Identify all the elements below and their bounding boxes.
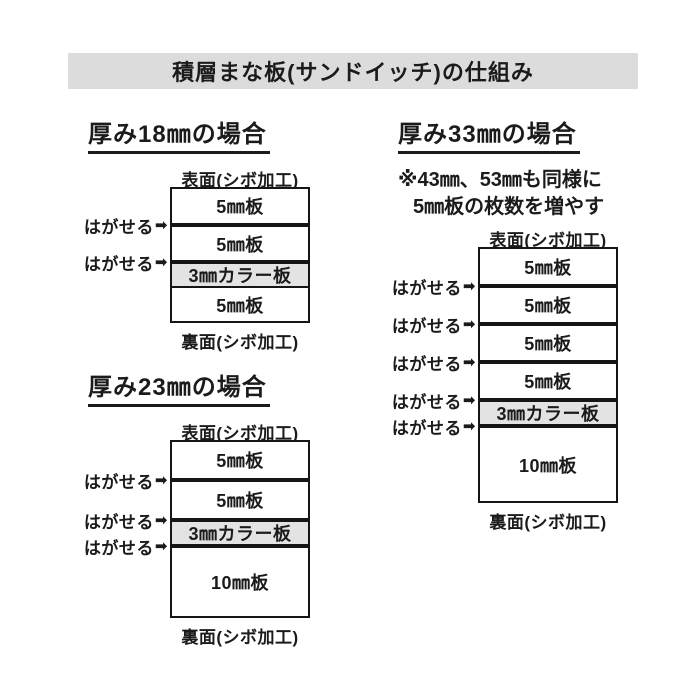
diagram-heading: 厚み33㎜の場合 bbox=[398, 121, 580, 155]
layer-separator bbox=[480, 424, 616, 428]
diagram-heading: 厚み23㎜の場合 bbox=[88, 374, 270, 408]
layer-separator bbox=[172, 544, 308, 548]
peel-arrow-icon: ➡ bbox=[154, 537, 168, 555]
peel-label-text: はがせる bbox=[391, 354, 462, 374]
color-board-layer: 3㎜カラー板 bbox=[172, 522, 308, 544]
surface-label: 表面(シボ加工) bbox=[181, 171, 299, 190]
peel-label: はがせる➡ bbox=[366, 350, 476, 374]
back-label: 裏面(シボ加工) bbox=[181, 333, 299, 352]
layer-separator bbox=[480, 360, 616, 364]
peel-label-text: はがせる bbox=[391, 278, 462, 298]
color-board-layer: 3㎜カラー板 bbox=[480, 402, 616, 424]
peel-label-text: はがせる bbox=[83, 512, 154, 532]
surface-label: 表面(シボ加工) bbox=[181, 424, 299, 443]
peel-arrow-icon: ➡ bbox=[462, 277, 476, 295]
peel-arrow-icon: ➡ bbox=[462, 315, 476, 333]
peel-label: はがせる➡ bbox=[366, 274, 476, 298]
peel-label: はがせる➡ bbox=[366, 312, 476, 336]
board-layer: 5㎜板 bbox=[172, 442, 308, 478]
peel-label-text: はがせる bbox=[83, 217, 154, 237]
surface-label: 表面(シボ加工) bbox=[489, 231, 607, 250]
board-layer: 5㎜板 bbox=[172, 189, 308, 223]
peel-label-text: はがせる bbox=[83, 254, 154, 274]
board-layer: 5㎜板 bbox=[172, 288, 308, 321]
board-layer: 5㎜板 bbox=[172, 227, 308, 260]
board-layer: 5㎜板 bbox=[480, 288, 616, 322]
peel-arrow-icon: ➡ bbox=[154, 253, 168, 271]
page-title: 積層まな板(サンドイッチ)の仕組み bbox=[172, 60, 534, 85]
layer-separator bbox=[480, 284, 616, 288]
board-diagram: 5㎜板 5㎜板 5㎜板 5㎜板 3㎜カラー板 10㎜板 bbox=[478, 247, 618, 503]
page-title-banner: 積層まな板(サンドイッチ)の仕組み bbox=[68, 53, 638, 89]
peel-arrow-icon: ➡ bbox=[154, 511, 168, 529]
layer-separator bbox=[172, 518, 308, 522]
layer-separator bbox=[172, 478, 308, 482]
peel-label-text: はがせる bbox=[391, 418, 462, 438]
diagram-note: ※43㎜、53㎜も同様に 5㎜板の枚数を増やす bbox=[398, 167, 604, 221]
peel-label: はがせる➡ bbox=[58, 508, 168, 532]
layer-separator bbox=[172, 286, 308, 288]
color-board-layer: 3㎜カラー板 bbox=[172, 264, 308, 286]
peel-label-text: はがせる bbox=[391, 316, 462, 336]
peel-label-text: はがせる bbox=[83, 472, 154, 492]
peel-arrow-icon: ➡ bbox=[462, 391, 476, 409]
peel-arrow-icon: ➡ bbox=[154, 471, 168, 489]
peel-label: はがせる➡ bbox=[58, 534, 168, 558]
peel-label: はがせる➡ bbox=[58, 468, 168, 492]
peel-arrow-icon: ➡ bbox=[462, 353, 476, 371]
peel-label: はがせる➡ bbox=[366, 414, 476, 438]
layer-separator bbox=[480, 398, 616, 402]
layer-separator bbox=[172, 260, 308, 264]
board-layer: 5㎜板 bbox=[480, 249, 616, 284]
diagram-heading: 厚み18㎜の場合 bbox=[88, 121, 270, 155]
board-layer: 5㎜板 bbox=[172, 482, 308, 518]
diagram-note-line: 5㎜板の枚数を増やす bbox=[413, 196, 605, 218]
back-label: 裏面(シボ加工) bbox=[489, 513, 607, 532]
board-layer: 5㎜板 bbox=[480, 364, 616, 398]
peel-arrow-icon: ➡ bbox=[154, 216, 168, 234]
board-layer: 10㎜板 bbox=[172, 548, 308, 616]
peel-label-text: はがせる bbox=[83, 538, 154, 558]
diagram-note-line: ※43㎜、53㎜も同様に bbox=[398, 169, 602, 191]
peel-arrow-icon: ➡ bbox=[462, 417, 476, 435]
peel-label: はがせる➡ bbox=[58, 213, 168, 237]
peel-label: はがせる➡ bbox=[58, 250, 168, 274]
board-diagram: 5㎜板 5㎜板 3㎜カラー板 10㎜板 bbox=[170, 440, 310, 618]
board-layer: 5㎜板 bbox=[480, 326, 616, 360]
back-label: 裏面(シボ加工) bbox=[181, 628, 299, 647]
layer-separator bbox=[480, 322, 616, 326]
peel-label: はがせる➡ bbox=[366, 388, 476, 412]
board-layer: 10㎜板 bbox=[480, 428, 616, 501]
layer-separator bbox=[172, 223, 308, 227]
peel-label-text: はがせる bbox=[391, 392, 462, 412]
